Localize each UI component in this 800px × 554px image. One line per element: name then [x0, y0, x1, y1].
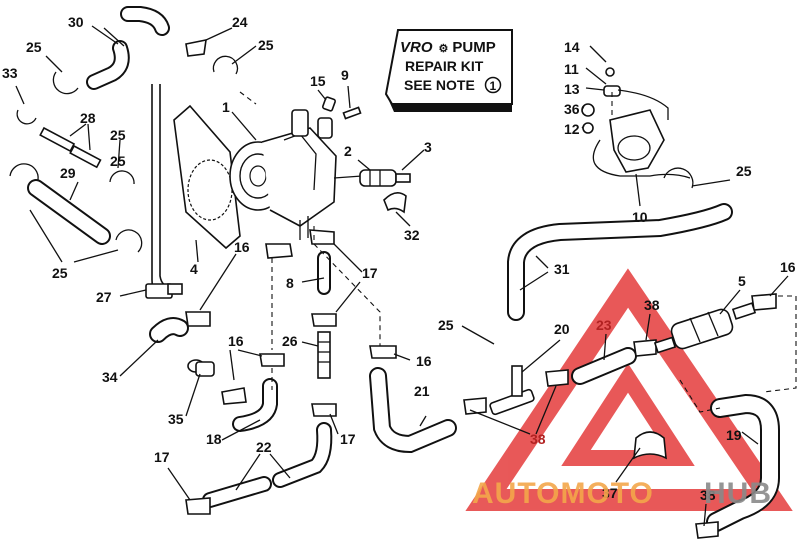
callout-36: 36	[564, 101, 580, 117]
callout-25c: 25	[110, 127, 126, 143]
note-number: 1	[490, 79, 497, 93]
callout-23: 23	[596, 317, 612, 333]
inline-filter-26	[317, 331, 331, 379]
callout-labels: 30 24 25 25 33 28 25 1 15 9 14 11 13 36 …	[2, 14, 796, 503]
callout-10: 10	[632, 209, 648, 225]
callout-17c: 17	[154, 449, 170, 465]
callout-18: 18	[206, 431, 222, 447]
callout-11: 11	[564, 61, 579, 77]
callout-35: 35	[168, 411, 184, 427]
tee-fitting-20	[489, 365, 535, 416]
callout-26: 26	[282, 333, 298, 349]
callout-27: 27	[96, 289, 112, 305]
sleeves	[39, 126, 102, 169]
callout-16a: 16	[234, 239, 250, 255]
check-valve-35	[187, 359, 215, 377]
callout-14: 14	[564, 39, 580, 55]
dashed-guides	[239, 91, 797, 413]
callout-38a: 38	[644, 297, 660, 313]
callout-37: 37	[602, 485, 618, 501]
callout-30: 30	[68, 14, 84, 30]
top-fittings	[9, 38, 362, 253]
callout-21: 21	[414, 383, 430, 399]
callout-29: 29	[60, 165, 76, 181]
callout-17a: 17	[362, 265, 378, 281]
watermark-logo	[465, 268, 793, 511]
callout-12: 12	[564, 121, 580, 137]
callout-13: 13	[564, 81, 580, 97]
primer-pump-10	[581, 67, 694, 189]
callout-20: 20	[554, 321, 570, 337]
callout-1: 1	[222, 99, 230, 115]
watermark-part1: AUTOMOTO	[472, 477, 654, 510]
clamps	[185, 229, 777, 539]
callout-5: 5	[738, 273, 746, 289]
callout-9: 9	[341, 67, 349, 83]
callout-16d: 16	[416, 353, 432, 369]
repair-kit-note: VRO⚙PUMP REPAIR KIT SEE NOTE 1	[384, 29, 513, 112]
callout-8: 8	[286, 275, 294, 291]
note-line3: SEE NOTE	[404, 77, 475, 93]
fuel-pump-1	[229, 109, 337, 240]
callout-32: 32	[404, 227, 420, 243]
callout-17b: 17	[340, 431, 356, 447]
note-line2: REPAIR KIT	[405, 58, 484, 74]
clip-32	[383, 192, 407, 214]
callout-38b: 38	[530, 431, 546, 447]
callout-25g: 25	[438, 317, 454, 333]
callout-19: 19	[726, 427, 742, 443]
callout-16b: 16	[780, 259, 796, 275]
note-brand: VRO	[400, 39, 433, 56]
callout-25d: 25	[52, 265, 68, 281]
callout-22: 22	[256, 439, 272, 455]
callout-25e: 25	[110, 153, 126, 169]
watermark-text: AUTOMOTO HUB	[472, 477, 772, 510]
svg-text:VRO⚙PUMP: VRO⚙PUMP	[400, 39, 496, 56]
callout-25b: 25	[26, 39, 42, 55]
watermark-part2: HUB	[704, 477, 772, 510]
callout-15: 15	[310, 73, 326, 89]
tube-27	[145, 84, 183, 299]
callout-33: 33	[2, 65, 18, 81]
fuel-filter-5	[653, 302, 757, 354]
callout-3: 3	[424, 139, 432, 155]
callout-16c: 16	[228, 333, 244, 349]
callout-24: 24	[232, 14, 248, 30]
callout-25a: 25	[258, 37, 274, 53]
callout-28: 28	[80, 110, 96, 126]
hoses	[27, 6, 780, 532]
connector-2	[333, 169, 411, 187]
callout-2: 2	[344, 143, 352, 159]
leader-lines	[15, 25, 789, 527]
callout-25f: 25	[736, 163, 752, 179]
callout-34: 34	[102, 369, 118, 385]
callout-31: 31	[554, 261, 570, 277]
callout-38c: 38	[700, 487, 716, 503]
callout-4: 4	[190, 261, 198, 277]
clip-37	[633, 431, 667, 460]
note-line1: PUMP	[452, 39, 495, 56]
